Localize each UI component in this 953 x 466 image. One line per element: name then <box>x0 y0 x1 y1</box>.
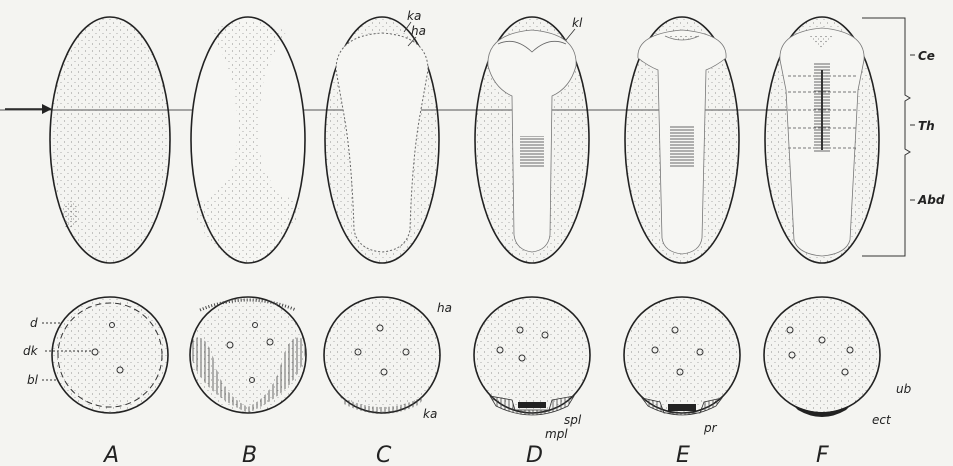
label-ub: ub <box>896 382 912 396</box>
section-a <box>52 297 168 413</box>
egg-top-d <box>475 17 589 263</box>
panel-label-e: E <box>676 443 690 466</box>
egg-top-b <box>191 17 305 263</box>
egg-top-a <box>50 17 170 263</box>
label-ka-bottom: ka <box>423 407 437 421</box>
label-bl: bl <box>27 373 39 387</box>
panel-label-d: D <box>526 443 543 466</box>
panel-label-a: A <box>102 443 119 466</box>
label-mpl: mpl <box>545 427 568 441</box>
label-d: d <box>30 316 38 330</box>
panel-label-b: B <box>242 443 257 466</box>
label-kl: kl <box>572 16 583 30</box>
label-ka-top: ka <box>407 9 421 23</box>
label-ha-top: ha <box>411 24 426 38</box>
arrow-icon <box>5 104 52 114</box>
egg-top-f <box>765 17 879 263</box>
section-b <box>190 297 306 413</box>
region-label-ce: Ce <box>918 49 935 63</box>
panel-label-c: C <box>376 443 392 466</box>
section-d <box>474 297 590 415</box>
panel-label-f: F <box>816 443 829 466</box>
label-spl: spl <box>564 413 582 427</box>
label-pr: pr <box>703 421 718 435</box>
region-label-th: Th <box>918 119 935 133</box>
label-ect: ect <box>872 413 892 427</box>
section-e <box>624 297 740 415</box>
label-dk: dk <box>23 344 39 358</box>
egg-top-c <box>325 17 439 263</box>
region-label-abd: Abd <box>917 193 945 207</box>
egg-top-e <box>625 17 739 263</box>
label-ha-bottom: ha <box>437 301 452 315</box>
section-c <box>324 297 440 414</box>
section-f <box>764 297 880 417</box>
